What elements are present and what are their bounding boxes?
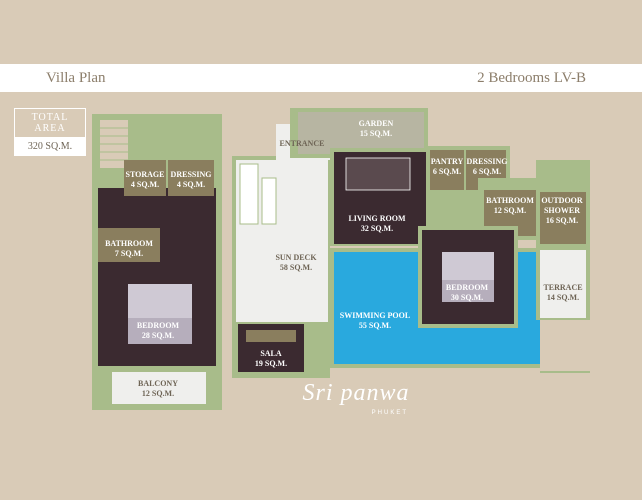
- sun-deck-name: SUN DECK: [275, 253, 317, 262]
- centre-wing: [232, 124, 330, 378]
- storage-area: 4 SQ.M.: [131, 180, 159, 189]
- outdoor-shower-area: 16 SQ.M.: [546, 216, 578, 225]
- entrance-name: ENTRANCE: [280, 139, 325, 148]
- sala-area-label: 19 SQ.M.: [255, 359, 287, 368]
- balcony-area-label: 12 SQ.M.: [142, 389, 174, 398]
- outdoor-shower-line2: SHOWER: [544, 206, 580, 215]
- dressing-left-area: 4 SQ.M.: [177, 180, 205, 189]
- balcony-area: [112, 372, 206, 404]
- balcony-name: BALCONY: [138, 379, 178, 388]
- logo-wordmark: Sri panwa: [302, 380, 410, 406]
- terrace-area-label: 14 SQ.M.: [547, 293, 579, 302]
- sala-cushion: [246, 330, 296, 342]
- deck-lounger: [239, 163, 259, 225]
- logo-location: PHUKET: [371, 410, 408, 416]
- storage-room: [124, 160, 166, 196]
- storage-name: STORAGE: [126, 170, 165, 179]
- terrace-area: [540, 250, 586, 318]
- living-room-area-label: 32 SQ.M.: [361, 224, 393, 233]
- bathroom-right-area: 12 SQ.M.: [494, 206, 526, 215]
- bedroom-right-area-label: 30 SQ.M.: [451, 293, 483, 302]
- swimming-pool-name: SWIMMING POOL: [340, 311, 410, 320]
- pantry-name: PANTRY: [431, 157, 464, 166]
- deck-lounger-2: [261, 177, 277, 225]
- bed-right-cover: [442, 280, 494, 302]
- title-banner: Villa Plan 2 Bedrooms LV-B: [0, 64, 642, 92]
- sala-name: SALA: [260, 349, 282, 358]
- pantry-room: [430, 150, 464, 190]
- sri-panwa-logo: Sri panwa PHUKET: [296, 380, 416, 416]
- sofa: [345, 157, 411, 191]
- total-area-label: TOTAL AREA: [15, 109, 85, 138]
- villa-type: 2 Bedrooms LV-B: [477, 70, 586, 86]
- dressing-left-room: [168, 160, 214, 196]
- sun-deck-area-label: 58 SQ.M.: [280, 263, 312, 272]
- garden-area: [298, 112, 424, 154]
- bathroom-left-area: 7 SQ.M.: [115, 249, 143, 258]
- total-area-box: TOTAL AREA 320 SQ.M.: [14, 108, 86, 156]
- left-wing: [92, 114, 222, 410]
- living-room-name: LIVING ROOM: [348, 214, 406, 223]
- swimming-pool-area: 55 SQ.M.: [359, 321, 391, 330]
- garden-area-label: 15 SQ.M.: [360, 129, 392, 138]
- stair-lines: [100, 127, 128, 161]
- dressing-right-area: 6 SQ.M.: [473, 167, 501, 176]
- bathroom-left-room: [98, 228, 160, 262]
- total-area-value: 320 SQ.M.: [15, 138, 85, 155]
- bathroom-right-name: BATHROOM: [486, 196, 534, 205]
- dressing-left-name: DRESSING: [171, 170, 212, 179]
- bedroom-right-name: BEDROOM: [446, 283, 489, 292]
- pantry-area-label: 6 SQ.M.: [433, 167, 461, 176]
- bedroom-left-area: 28 SQ.M.: [142, 331, 174, 340]
- terrace-name: TERRACE: [543, 283, 582, 292]
- bed-left-cover: [128, 318, 192, 344]
- outdoor-shower-line1: OUTDOOR: [541, 196, 583, 205]
- garden-name: GARDEN: [359, 119, 394, 128]
- bedroom-left-name: BEDROOM: [137, 321, 180, 330]
- bathroom-left-name: BATHROOM: [105, 239, 153, 248]
- right-wing: [290, 108, 590, 373]
- plan-title: Villa Plan: [46, 70, 106, 86]
- outdoor-shower-area: [540, 192, 586, 244]
- dressing-right-name: DRESSING: [467, 157, 508, 166]
